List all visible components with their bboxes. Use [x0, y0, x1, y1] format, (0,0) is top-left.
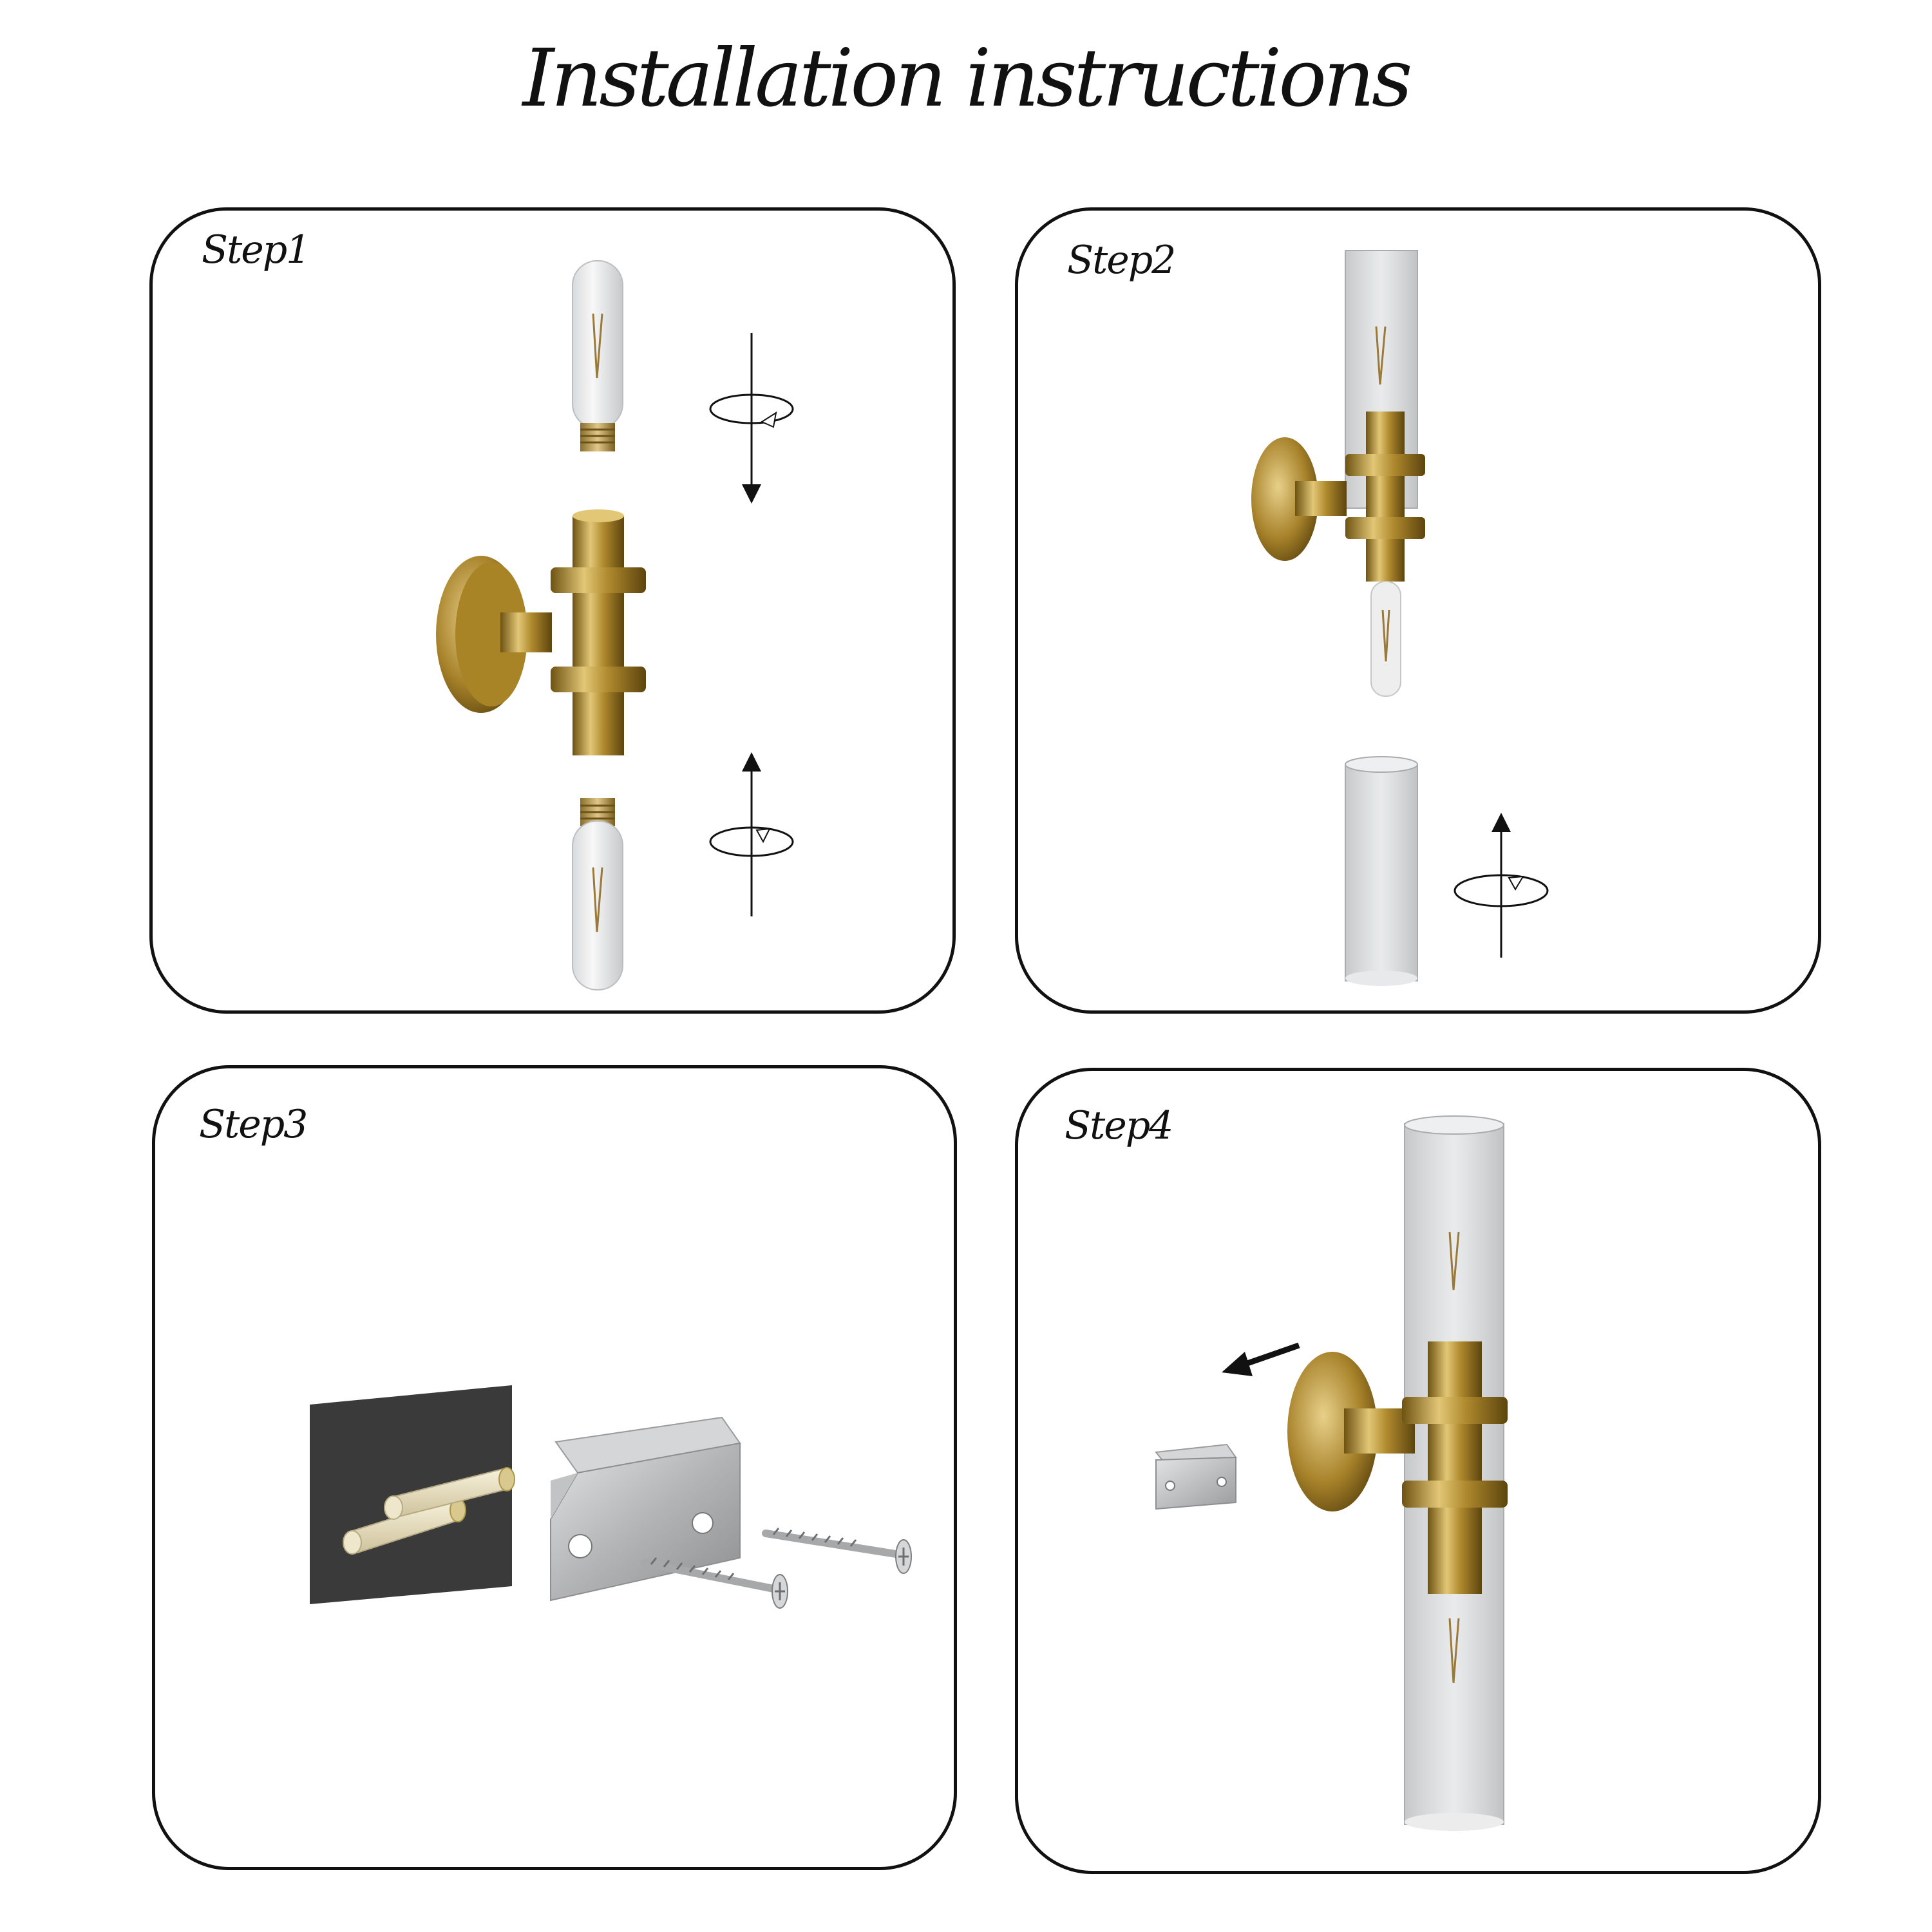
wall-anchor-1 — [343, 1498, 466, 1555]
rotate-icon-bottom — [709, 752, 794, 916]
wall-anchor-2 — [384, 1467, 515, 1520]
page-title: Installation instructions — [522, 32, 1412, 125]
step-3-panel: Step3 — [152, 1065, 957, 1870]
step-2-panel: Step2 — [1015, 207, 1821, 1014]
bracket-on-wall — [1155, 1443, 1237, 1510]
rotate-icon-top — [709, 333, 794, 504]
step-1-illustration — [436, 260, 794, 990]
step-2-label: Step2 — [1067, 238, 1176, 283]
step-4-label: Step4 — [1065, 1103, 1173, 1148]
lower-bulb — [572, 798, 623, 990]
direction-arrow-icon — [1222, 1342, 1300, 1376]
screw-1 — [641, 1557, 788, 1609]
step-3-label: Step3 — [199, 1102, 308, 1147]
lower-glass-shade — [1345, 756, 1418, 986]
screw-2 — [762, 1528, 912, 1574]
step-3-illustration — [310, 1385, 912, 1609]
step-4-illustration — [1155, 1115, 1508, 1831]
fixture-with-upper-shade — [1251, 250, 1425, 582]
mounting-bracket — [550, 1416, 741, 1602]
exposed-lower-bulb — [1370, 581, 1401, 697]
step-4-panel: Step4 — [1015, 1068, 1821, 1874]
step-1-panel: Step1 — [149, 207, 956, 1014]
upper-bulb — [572, 260, 623, 451]
step-2-illustration — [1251, 250, 1549, 986]
step-1-label: Step1 — [202, 227, 310, 272]
assembled-sconce — [1287, 1115, 1508, 1831]
rotate-icon — [1454, 813, 1549, 958]
sconce-fixture — [436, 509, 646, 755]
